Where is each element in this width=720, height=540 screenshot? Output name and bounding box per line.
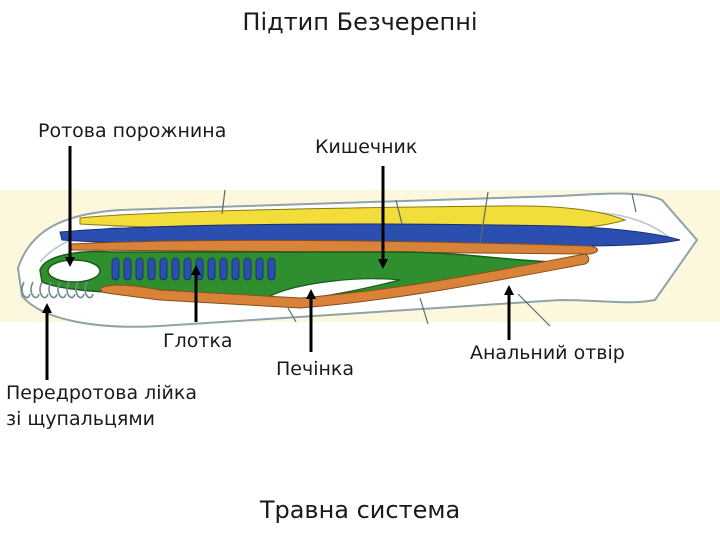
label-preoral-funnel-line1: Передротова лійка <box>6 382 198 404</box>
gill-slit <box>123 257 132 281</box>
preoral-tentacles <box>21 281 94 299</box>
gill-slits <box>111 257 276 281</box>
label-liver: Печінка <box>276 358 355 380</box>
caption: Травна система <box>259 496 461 524</box>
gill-slit <box>171 257 180 281</box>
leader-line-3 <box>631 193 637 213</box>
mouth-cavity-opening <box>47 259 101 283</box>
label-intestine: Кишечник <box>315 136 418 158</box>
leader-line-6 <box>419 297 429 325</box>
gill-slit <box>267 257 276 281</box>
label-pharynx: Глотка <box>163 330 233 352</box>
leader-line-2 <box>479 191 489 245</box>
tentacle <box>48 281 58 299</box>
gill-slit <box>207 257 216 281</box>
gill-slit <box>111 257 120 281</box>
tentacle <box>30 281 40 299</box>
tentacle <box>66 281 76 299</box>
tentacle <box>39 281 49 299</box>
lower-orange-canal <box>99 253 590 309</box>
leader-line-5 <box>287 307 297 323</box>
tentacle <box>21 281 31 299</box>
tentacle <box>84 281 94 299</box>
label-anus: Анальний отвір <box>470 342 625 364</box>
leader-line-7 <box>517 293 551 327</box>
page-title: Підтип Безчерепні <box>242 8 478 36</box>
gill-slit <box>183 257 192 281</box>
gill-slit <box>243 257 252 281</box>
gill-slit <box>231 257 240 281</box>
tentacle <box>57 281 67 299</box>
gill-slit <box>159 257 168 281</box>
figure-background-lower <box>190 322 720 426</box>
gill-slit <box>135 257 144 281</box>
gill-slit <box>219 257 228 281</box>
gill-slit <box>255 257 264 281</box>
tentacle <box>75 281 85 299</box>
label-mouth-cavity: Ротова порожнина <box>38 120 227 142</box>
leader-line-1 <box>221 189 226 215</box>
label-preoral-funnel-line2: зі щупальцями <box>6 408 156 430</box>
leader-line-4 <box>395 199 403 225</box>
gill-slit <box>147 257 156 281</box>
